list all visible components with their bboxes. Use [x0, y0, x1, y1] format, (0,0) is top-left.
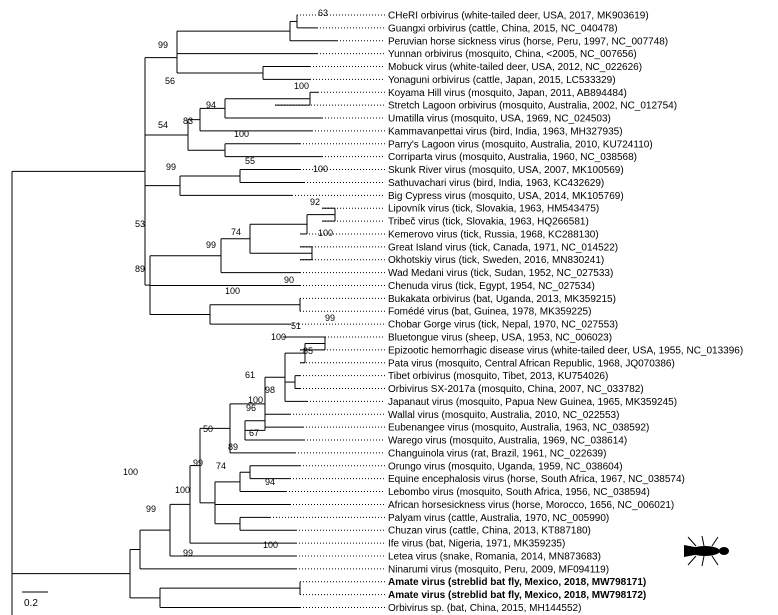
tip-label: Stretch Lagoon orbivirus (mosquito, Aust… — [388, 101, 677, 112]
tip-label: Epizootic hemorrhagic disease virus (whi… — [388, 345, 743, 356]
tip-label: Palyam virus (cattle, Australia, 1970, N… — [388, 513, 609, 524]
tip-label: Wad Medani virus (tick, Sudan, 1952, NC_… — [388, 268, 613, 279]
tip-label: Japanaut virus (mosquito, Papua New Guin… — [388, 397, 677, 408]
tip-label: Great Island virus (tick, Canada, 1971, … — [388, 242, 618, 253]
tip-label: Wallal virus (mosquito, Australia, 2010,… — [388, 410, 619, 421]
tip-label: Okhotskiy virus (tick, Sweden, 2016, MN8… — [388, 255, 604, 266]
support-value: 90 — [284, 275, 294, 285]
support-value: 54 — [158, 120, 168, 130]
tip-label: Chobar Gorge virus (tick, Nepal, 1970, N… — [388, 320, 618, 331]
tip-label: Amate virus (streblid bat fly, Mexico, 2… — [388, 590, 646, 601]
tip-label: Kammavanpettai virus (bird, India, 1963,… — [388, 126, 623, 137]
support-value: 89 — [228, 442, 238, 452]
tip-label: Bluetongue virus (sheep, USA, 1953, NC_0… — [388, 333, 612, 344]
support-value: 99 — [193, 458, 203, 468]
tip-label: Equine encephalosis virus (horse, South … — [388, 474, 685, 485]
support-value: 94 — [265, 477, 275, 487]
support-value: 96 — [246, 403, 256, 413]
support-value: 99 — [183, 548, 193, 558]
tip-label: Skunk River virus (mosquito, USA, 2007, … — [388, 165, 624, 176]
tip-label: African horsesickness virus (horse, Moro… — [388, 500, 674, 511]
support-value: 55 — [245, 156, 255, 166]
tip-label: Peruvian horse sickness virus (horse, Pe… — [388, 36, 668, 47]
tip-label: Pata virus (mosquito, Central African Re… — [388, 358, 675, 369]
tip-label: Ninarumi virus (mosquito, Peru, 2009, MF… — [388, 564, 609, 575]
tree-branches — [11, 15, 337, 615]
tip-label: Fomédé virus (bat, Guinea, 1978, MK35922… — [388, 307, 591, 318]
support-value: 100 — [318, 228, 333, 238]
tip-label: Umatilla virus (mosquito, USA, 1969, NC_… — [388, 114, 611, 125]
support-value: 100 — [175, 485, 190, 495]
tip-label: Koyama Hill virus (mosquito, Japan, 2011… — [388, 88, 627, 99]
support-values: 63 99 56 100 94 83 100 54 55 99 100 92 100 74 99 90 100 8… — [123, 8, 335, 558]
support-value: 74 — [216, 461, 226, 471]
support-value: 83 — [183, 116, 193, 126]
tip-label: Tibet orbivirus (mosquito, Tibet, 2013, … — [388, 371, 608, 382]
support-value: 74 — [231, 227, 241, 237]
tip-label: CHeRI orbivirus (white-tailed deer, USA,… — [388, 11, 649, 22]
support-value: 100 — [294, 81, 309, 91]
support-value: 89 — [135, 264, 145, 274]
tip-label: Bukakata orbivirus (bat, Uganda, 2013, M… — [388, 294, 616, 305]
support-value: 99 — [206, 240, 216, 250]
scale-bar-label: 0.2 — [24, 598, 38, 609]
support-value: 99 — [166, 162, 176, 172]
tip-label: Lipovník virus (tick, Slovakia, 1963, HM… — [388, 204, 599, 215]
support-value: 100 — [123, 467, 138, 477]
support-value: 63 — [318, 8, 328, 18]
tip-label: Ife virus (bat, Nigeria, 1971, MK359235) — [388, 539, 565, 550]
support-value: 100 — [225, 286, 240, 296]
tip-label: Sathuvachari virus (bird, India, 1963, K… — [388, 178, 604, 189]
tip-label: Chenuda virus (tick, Egypt, 1954, NC_027… — [388, 281, 595, 292]
support-value: 85 — [303, 346, 313, 356]
tip-label: Orbivirus SX-2017a (mosquito, China, 200… — [388, 384, 644, 395]
support-value: 100 — [248, 395, 263, 405]
support-value: 56 — [165, 76, 175, 86]
support-value: 51 — [291, 321, 301, 331]
tip-label: Corriparta virus (mosquito, Australia, 1… — [388, 152, 637, 163]
tip-label: Kemerovo virus (tick, Russia, 1968, KC28… — [388, 229, 599, 240]
support-value: 100 — [313, 164, 328, 174]
tip-label: Yunnan orbivirus (mosquito, China, <2005… — [388, 49, 637, 60]
tip-label: Tribeč virus (tick, Slovakia, 1963, HQ26… — [388, 217, 589, 228]
tip-label: Amate virus (streblid bat fly, Mexico, 2… — [388, 577, 646, 588]
tip-label: Mobuck virus (white-tailed deer, USA, 20… — [388, 62, 642, 73]
tip-labels: CHeRI orbivirus (white-tailed deer, USA,… — [388, 11, 743, 614]
tip-label: Chuzan virus (cattle, China, 2013, KT887… — [388, 526, 591, 537]
tip-leader-lines — [270, 14, 385, 608]
tip-label: Changuinola virus (rat, Brazil, 1961, NC… — [388, 448, 606, 459]
tip-label: Parry's Lagoon virus (mosquito, Australi… — [388, 139, 653, 150]
support-value: 98 — [265, 385, 275, 395]
scale-bar: 0.2 — [22, 591, 48, 609]
tip-label: Orbivirus sp. (bat, China, 2015, MH14455… — [388, 603, 581, 614]
tip-label: Lebombo virus (mosquito, South Africa, 1… — [388, 487, 650, 498]
support-value: 61 — [245, 370, 255, 380]
support-value: 50 — [203, 424, 213, 434]
tip-label: Orungo virus (mosquito, Uganda, 1959, NC… — [388, 461, 623, 472]
support-value: 100 — [234, 129, 249, 139]
tip-label: Guangxi orbivirus (cattle, China, 2015, … — [388, 23, 618, 34]
tip-label: Letea virus (snake, Romania, 2014, MN873… — [388, 551, 601, 562]
tip-label: Eubenangee virus (mosquito, Australia, 1… — [388, 423, 649, 434]
support-value: 100 — [263, 540, 278, 550]
tip-label: Big Cypress virus (mosquito, USA, 2014, … — [388, 191, 624, 202]
tip-label: Warego virus (mosquito, Australia, 1969,… — [388, 436, 627, 447]
tip-label: Yonaguni orbivirus (cattle, Japan, 2015,… — [388, 75, 616, 86]
support-value: 92 — [310, 197, 320, 207]
support-value: 99 — [146, 504, 156, 514]
bat-fly-icon — [684, 535, 729, 567]
support-value: 100 — [271, 332, 286, 342]
support-value: 94 — [206, 100, 216, 110]
support-value: 99 — [325, 313, 335, 323]
support-value: 67 — [249, 428, 259, 438]
support-value: 53 — [135, 219, 145, 229]
support-value: 99 — [158, 40, 168, 50]
